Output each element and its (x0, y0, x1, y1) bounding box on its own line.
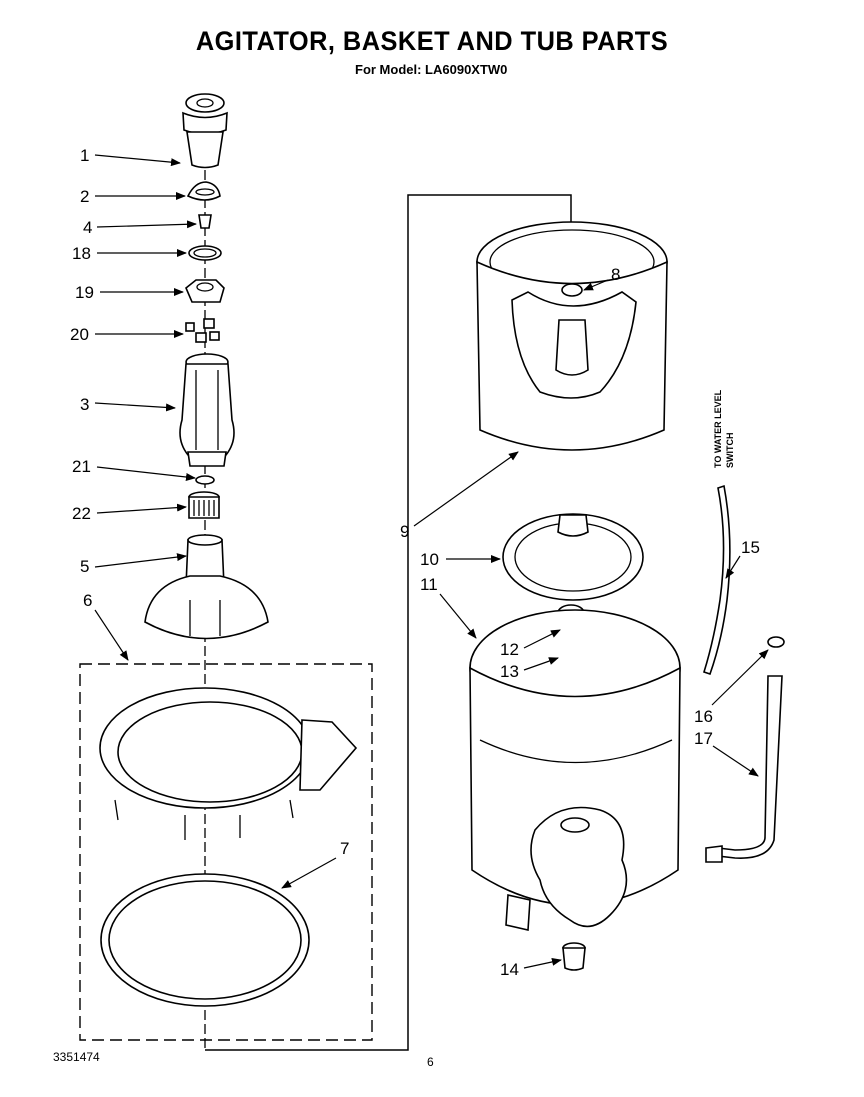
part-stud (198, 214, 212, 229)
leader-9 (413, 451, 519, 527)
callout-15: 15 (741, 538, 760, 557)
callout-14: 14 (500, 960, 519, 979)
leader-4 (96, 220, 197, 229)
callout-5: 5 (80, 557, 89, 576)
part-dog-ears (185, 318, 220, 343)
callout-3: 3 (80, 395, 89, 414)
callout-18: 18 (72, 244, 91, 263)
callout-1: 1 (80, 146, 89, 165)
leader-16 (711, 649, 769, 706)
leader-14 (523, 957, 562, 969)
water-level-note-line2: SWITCH (725, 433, 735, 469)
callout-13: 13 (500, 662, 519, 681)
page-number: 6 (427, 1055, 434, 1069)
callout-11: 11 (420, 575, 438, 594)
leader-6 (94, 609, 129, 661)
leader-22 (96, 503, 187, 514)
part-auger (179, 353, 235, 467)
leader-7 (281, 857, 337, 889)
callout-2: 2 (80, 187, 89, 206)
part-balance-ring (502, 513, 644, 601)
part-gasket (100, 873, 310, 1007)
water-level-note-line1: TO WATER LEVEL (713, 389, 723, 468)
leader-11 (439, 593, 477, 639)
part-hose-fitting (705, 845, 723, 863)
leader-8 (583, 279, 609, 291)
part-basket (476, 221, 668, 451)
part-spline (188, 491, 220, 519)
callout-4: 4 (83, 218, 92, 237)
callout-7: 7 (340, 839, 349, 858)
part-tub (469, 609, 681, 931)
callout-9: 9 (400, 522, 409, 541)
part-seal (195, 475, 215, 485)
document-number: 3351474 (53, 1050, 100, 1064)
leader-5 (94, 553, 187, 568)
callout-16: 16 (694, 707, 713, 726)
part-dog (185, 279, 225, 303)
part-agitator-base (144, 534, 269, 640)
part-agitator-cap (182, 93, 228, 169)
leader-12 (523, 629, 561, 649)
tub-ring-dashed-box (79, 663, 373, 1041)
part-tub-ring (99, 687, 358, 840)
callout-12: 12 (500, 640, 519, 659)
callout-22: 22 (72, 504, 91, 523)
part-hose-clamp (767, 636, 785, 648)
callout-19: 19 (75, 283, 94, 302)
part-tub-hose (717, 675, 783, 859)
callout-10: 10 (420, 550, 439, 569)
callout-6: 6 (83, 591, 92, 610)
model-subtitle: For Model: LA6090XTW0 (355, 62, 508, 77)
leader-3 (94, 402, 176, 412)
callout-8: 8 (611, 265, 620, 284)
part-air-hose (703, 484, 731, 676)
page-title: AGITATOR, BASKET AND TUB PARTS (195, 26, 669, 56)
leader-15 (725, 555, 741, 579)
part-cam (186, 181, 221, 201)
leader-21 (96, 466, 196, 481)
leader-17 (712, 745, 759, 777)
callout-20: 20 (70, 325, 89, 344)
part-drain-fitting (562, 942, 586, 971)
leader-1 (94, 154, 181, 167)
part-ring (188, 245, 222, 261)
leader-13 (523, 657, 559, 671)
callout-17: 17 (694, 729, 713, 748)
callout-21: 21 (72, 457, 91, 476)
